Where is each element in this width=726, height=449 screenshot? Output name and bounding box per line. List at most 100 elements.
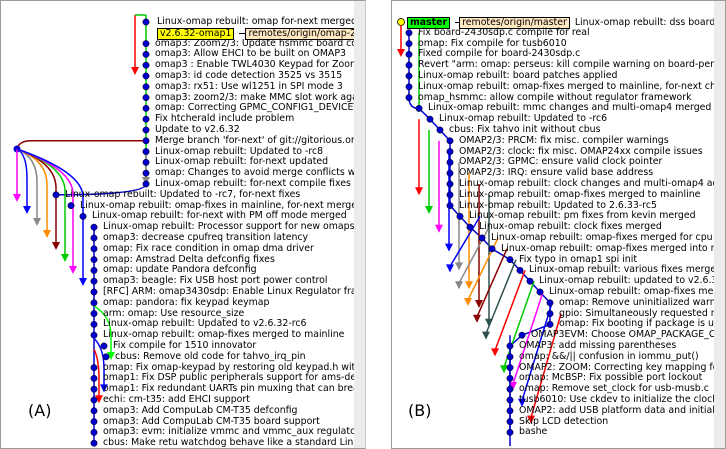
commit-row[interactable]: bashe: [519, 427, 547, 437]
remote-branch-label[interactable]: remotes/origin/master: [459, 17, 570, 29]
commit-node[interactable]: [446, 202, 454, 210]
commit-node[interactable]: [142, 83, 150, 91]
commit-row[interactable]: omap: Fix omap-keypad by restoring old k…: [103, 362, 365, 373]
commit-row[interactable]: omap3: rx51: Use wl1251 in SPI mode 3: [155, 81, 343, 92]
commit-row[interactable]: Merge branch 'for-next' of git://gitorio…: [155, 135, 365, 146]
commit-row[interactable]: Linux-omap rebuilt: clock fixes merged: [479, 222, 662, 232]
commit-node[interactable]: [102, 353, 110, 361]
commit-node[interactable]: [90, 418, 98, 426]
commit-row[interactable]: omap3: id code detection 3525 vs 3515: [155, 71, 342, 81]
commit-row[interactable]: Linux-omap rebuilt: for-next compile fix…: [155, 179, 351, 189]
commit-row[interactable]: Fix compile for 1510 innovator: [113, 341, 256, 351]
commit-row[interactable]: omap1: Fix redundant UARTs pin muxing th…: [103, 384, 365, 394]
vertical-scrollbar-b[interactable]: [714, 1, 725, 448]
commit-row[interactable]: cbus: Make retu watchdog behave like a s…: [103, 438, 365, 448]
commit-row[interactable]: omap: &&/|| confusion in iommu_put(): [519, 351, 699, 362]
commit-node[interactable]: [90, 266, 98, 274]
commit-row[interactable]: gpio: Simultaneously requested rising a: [559, 308, 725, 319]
commit-row[interactable]: Linux-omap rebuilt: omap-fixes merged in…: [501, 243, 725, 254]
commit-row[interactable]: Linux-omap rebuilt: omap-fixes merged to…: [459, 189, 700, 200]
commit-node[interactable]: [526, 277, 534, 285]
commit-node[interactable]: [506, 342, 514, 350]
commit-node[interactable]: [506, 364, 514, 372]
commit-node[interactable]: [436, 126, 444, 134]
commit-node[interactable]: [516, 266, 524, 274]
commit-node[interactable]: [142, 18, 150, 26]
commit-node[interactable]: [142, 180, 150, 188]
commit-row[interactable]: [RFC] ARM: omap3430sdp: Enable Linux Reg…: [103, 287, 365, 297]
commit-row[interactable]: Skip LCD detection: [519, 416, 608, 427]
commit-row[interactable]: Linux-omap rebuilt: various fixes merged…: [529, 265, 725, 275]
commit-row[interactable]: Linux-omap rebuilt: Updated to -rc8: [155, 146, 323, 157]
commit-row[interactable]: OMAP2/3: clock: fix misc. OMAP24xx compi…: [459, 146, 703, 157]
commit-node[interactable]: [446, 180, 454, 188]
commit-node[interactable]: [546, 310, 554, 318]
commit-node[interactable]: [405, 50, 413, 58]
commit-row[interactable]: omap: Fix race condition in omap dma dri…: [103, 243, 314, 254]
commit-node[interactable]: [415, 104, 423, 112]
commit-node[interactable]: [405, 94, 413, 102]
commit-node[interactable]: [90, 364, 98, 372]
commit-row[interactable]: Linux-omap rebuilt: Updated to 2.6.33-rc…: [459, 200, 657, 211]
commit-node[interactable]: [90, 288, 98, 296]
commit-node[interactable]: [506, 396, 514, 404]
commit-node[interactable]: [466, 223, 474, 231]
vertical-scrollbar-a[interactable]: [354, 1, 365, 448]
commit-node[interactable]: [446, 137, 454, 145]
commit-node[interactable]: [506, 428, 514, 436]
commit-row[interactable]: OMAP3EVM: Choose OMAP_PACKAGE_C: [531, 330, 715, 340]
commit-row[interactable]: omap3: decrease cpufreq transition laten…: [103, 233, 308, 243]
commit-node[interactable]: [405, 29, 413, 37]
commit-node[interactable]: [405, 61, 413, 69]
commit-node[interactable]: [142, 126, 150, 134]
commit-node[interactable]: [405, 83, 413, 91]
commit-row[interactable]: OMAP2/3: PRCM: fix misc. compiler warnin…: [459, 135, 669, 146]
commit-node[interactable]: [506, 418, 514, 426]
commit-node[interactable]: [90, 407, 98, 415]
commit-node[interactable]: [506, 407, 514, 415]
commit-node[interactable]: [142, 137, 150, 145]
commit-row[interactable]: Linux-omap rebuilt: omap-fixes merged to…: [103, 330, 344, 340]
commit-row-selected[interactable]: Linux-omap rebuilt: omap-fixes merged to…: [418, 81, 725, 92]
commit-node[interactable]: [52, 191, 60, 199]
commit-node[interactable]: [90, 310, 98, 318]
commit-node[interactable]: [488, 245, 496, 253]
commit-row[interactable]: OMAP2/3: GPMC: ensure valid clock pointe…: [459, 157, 662, 167]
commit-row[interactable]: omap: Amstrad Delta defconfig fixes: [103, 254, 275, 265]
commit-row[interactable]: omap_hsmmc: allow compile without regula…: [418, 92, 692, 103]
commit-row[interactable]: omap1: Fix DSP public peripherals suppor…: [103, 373, 365, 383]
commit-row[interactable]: omap3: evm: initialize vmmc and vmmc_aux…: [103, 427, 365, 437]
commit-row[interactable]: Linux-omap rebuilt: for-next updated: [155, 157, 328, 167]
commit-node[interactable]: [100, 342, 108, 350]
commit-row[interactable]: omap3: beagle: Fix USB host port power c…: [103, 276, 328, 286]
commit-row[interactable]: Linux-omap rebuilt: Updated to -rc6: [439, 114, 607, 124]
commit-row[interactable]: Linux-omap rebuilt: pm fixes from kevin …: [469, 211, 696, 221]
commit-row[interactable]: Update to v2.6.32: [155, 125, 240, 135]
commit-node[interactable]: [90, 223, 98, 231]
commit-row[interactable]: Fixed compile for board-2430sdp.c: [418, 49, 580, 59]
commit-row[interactable]: omap3: Allow EHCI to be built on OMAP3: [155, 49, 346, 59]
commit-row[interactable]: omap3: Zoom2/3: Update hsmmc board confi…: [155, 38, 365, 49]
commit-row[interactable]: OMAP2/3: IRQ: ensure valid base address: [459, 168, 653, 178]
commit-node[interactable]: [142, 50, 150, 58]
commit-node[interactable]: [142, 115, 150, 123]
commit-node[interactable]: [90, 299, 98, 307]
commit-node[interactable]: [536, 288, 544, 296]
commit-row[interactable]: omap: Remove set_clock for usb-musb.c: [519, 384, 709, 394]
commit-row[interactable]: Fix typo in omap1 spi init: [519, 254, 637, 265]
commit-node[interactable]: [506, 385, 514, 393]
commit-node[interactable]: [90, 277, 98, 285]
commit-row[interactable]: Linux-omap rebuilt: Updated to v2.6.32-r…: [103, 319, 307, 329]
commit-row[interactable]: Linux-omap rebuilt: omap for-next merged…: [157, 17, 365, 27]
commit-row[interactable]: Linux-omap rebuilt: Processor support fo…: [103, 222, 365, 232]
commit-row[interactable]: Linux-omap rebuilt: omap-fixes merged: [549, 287, 725, 297]
commit-row[interactable]: omap: pandora: fix keypad keymap: [103, 297, 269, 308]
ref-row[interactable]: v2.6.32-omap1remotes/origin/omap-2.6.32o…: [157, 28, 365, 40]
commit-node[interactable]: [142, 94, 150, 102]
commit-node[interactable]: [79, 212, 87, 220]
commit-row[interactable]: Linux-omap rebuilt: Updated to -rc7, for…: [65, 189, 300, 200]
commit-row[interactable]: Linux-omap rebuilt: clock changes and mu…: [459, 179, 725, 189]
commit-row[interactable]: omap3: Add CompuLab CM-T35 defconfig: [103, 405, 298, 416]
local-branch-label[interactable]: master: [407, 17, 451, 29]
commit-node[interactable]: [506, 256, 514, 264]
